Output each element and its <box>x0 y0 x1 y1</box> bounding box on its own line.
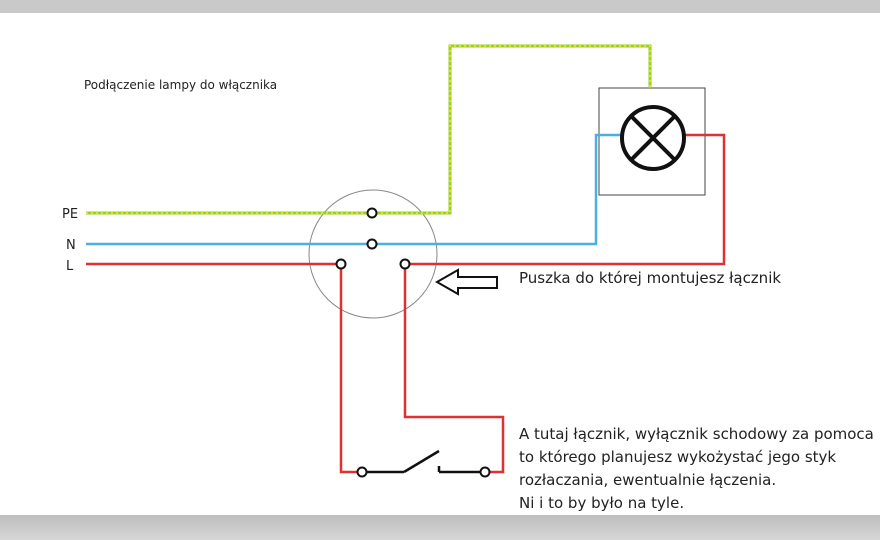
switch-note-line-1: A tutaj łącznik, wyłącznik schodowy za p… <box>519 425 874 443</box>
bottom-bar <box>0 515 880 540</box>
switch-note-line-3: rozłaczania, ewentualnie łączenia. <box>519 471 776 489</box>
lamp-box <box>598 87 706 196</box>
live-wire-supply <box>86 262 362 474</box>
contact-l-out <box>399 258 411 270</box>
contact-n <box>366 238 378 250</box>
contact-pe <box>366 207 378 219</box>
switch-symbol <box>362 449 485 474</box>
live-wire-switch-return <box>403 264 505 474</box>
switch-contact-right <box>479 466 491 478</box>
switch-note-line-2: to którego planujesz wykożystać jego sty… <box>519 448 836 466</box>
top-bar <box>0 0 880 13</box>
box-note: Puszka do której montujesz łącznik <box>519 269 781 287</box>
junction-box <box>308 189 438 319</box>
switch-note-line-4: Ni i to by było na tyle. <box>519 494 684 512</box>
label-n: N <box>66 238 76 253</box>
contact-l-in <box>335 258 347 270</box>
live-wire-switched <box>405 133 726 266</box>
neutral-wire <box>86 133 625 246</box>
label-l: L <box>66 259 74 274</box>
label-pe: PE <box>62 207 78 222</box>
pe-wire <box>86 44 652 215</box>
box-pointer-arrow <box>434 268 498 296</box>
switch-contact-left <box>356 466 368 478</box>
diagram-title: Podłączenie lampy do włącznika <box>84 78 277 92</box>
lamp-symbol <box>620 105 686 171</box>
